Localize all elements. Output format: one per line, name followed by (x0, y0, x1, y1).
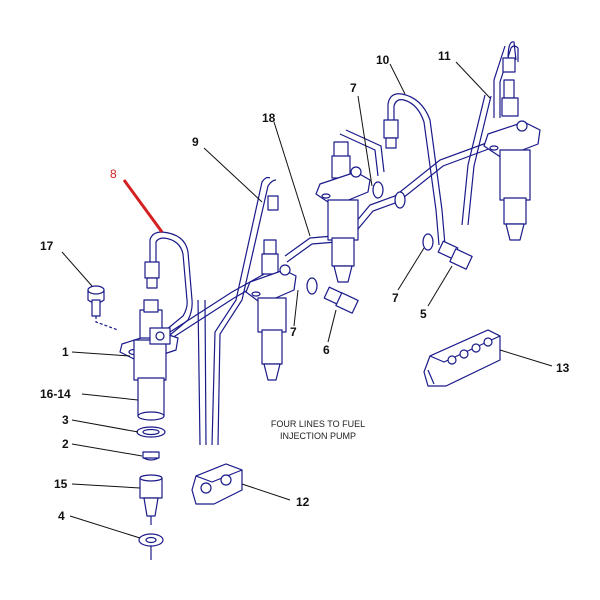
fitting-6[interactable] (323, 286, 359, 314)
leader-lines (61, 61, 553, 539)
injector-2[interactable] (245, 239, 297, 381)
bolt-17[interactable] (87, 285, 119, 331)
injector-1-assembly (87, 261, 179, 560)
callout-16-14: 16-14 (40, 387, 71, 401)
callout-5: 5 (420, 307, 427, 321)
callout-13: 13 (556, 361, 570, 375)
nozzle-15[interactable] (139, 474, 163, 525)
callout-17: 17 (40, 239, 54, 253)
callout-10: 10 (376, 53, 390, 67)
clamp-12[interactable] (191, 463, 243, 505)
injector-3[interactable] (315, 141, 371, 283)
callout-15: 15 (54, 477, 68, 491)
callout-8: 8 (110, 167, 117, 181)
callout-1: 1 (62, 345, 69, 359)
callout-2: 2 (62, 437, 69, 451)
fuel-lines (149, 41, 519, 446)
callout-7-right: 7 (392, 291, 399, 305)
fitting-5[interactable] (437, 240, 473, 270)
callout-labels: 8 17 1 16-14 3 2 15 4 9 18 7 10 11 7 6 7… (40, 49, 570, 523)
injector-body-16-14[interactable] (133, 299, 171, 421)
fuel-line-10[interactable] (387, 93, 446, 246)
washer-7-left[interactable] (306, 277, 318, 295)
callout-3: 3 (62, 413, 69, 427)
washer-7-center[interactable] (372, 181, 384, 199)
washer-7-right[interactable] (422, 233, 434, 251)
fuel-line-8[interactable] (149, 231, 193, 336)
note-line-2: INJECTION PUMP (280, 431, 356, 441)
clamp-13[interactable] (423, 329, 501, 387)
fuel-line-9[interactable] (211, 176, 271, 446)
injector-4[interactable] (483, 57, 541, 241)
callout-4: 4 (58, 509, 65, 523)
callout-11: 11 (438, 49, 451, 63)
callout-12: 12 (296, 495, 310, 509)
note-line-1: FOUR LINES TO FUEL (271, 419, 365, 429)
callout-7-top: 7 (350, 81, 357, 95)
note-text: FOUR LINES TO FUEL INJECTION PUMP (271, 419, 365, 441)
callout-9: 9 (192, 135, 199, 149)
callout-7-left: 7 (290, 325, 297, 339)
callout-18: 18 (262, 111, 276, 125)
fuel-line-18[interactable] (284, 137, 501, 257)
callout-6: 6 (323, 343, 330, 357)
